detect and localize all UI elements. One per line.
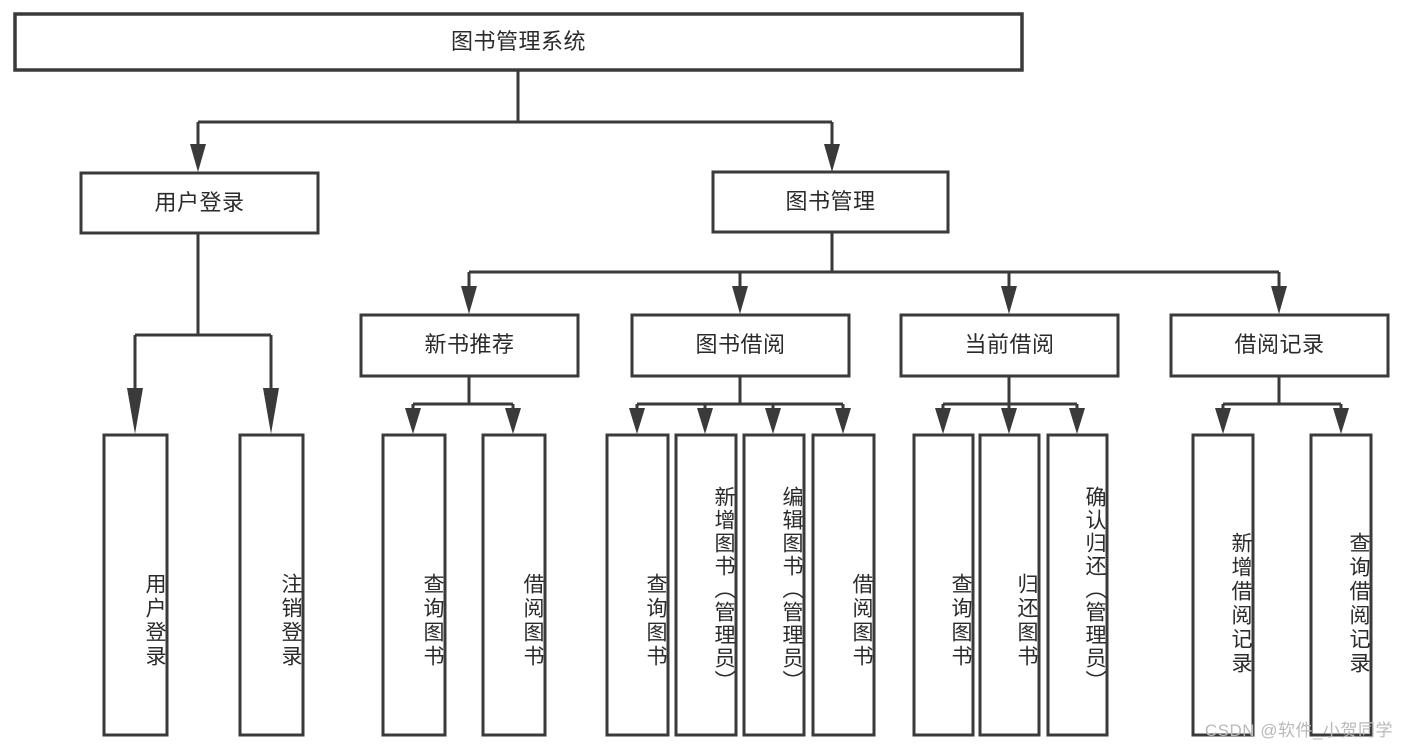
node-current-borrow[interactable]	[899, 313, 1120, 378]
node-borrow-record[interactable]	[1169, 313, 1390, 378]
leaf-box-borrow-book-2[interactable]	[811, 433, 876, 737]
leaf-box-return-book[interactable]	[978, 433, 1041, 737]
csdn-watermark: CSDN @软件_小贺同学	[1204, 721, 1393, 740]
node-new-book-recommend[interactable]	[359, 313, 580, 378]
node-root[interactable]	[13, 12, 1024, 72]
connector-currentborrow-to-leaves	[935, 376, 1085, 434]
leaf-box-borrow-book-1[interactable]	[481, 433, 547, 737]
connector-newbook-to-leaves	[405, 376, 521, 434]
leaf-box-add-book[interactable]	[674, 433, 738, 737]
leaf-box-edit-book[interactable]	[742, 433, 806, 737]
node-book-borrow[interactable]	[630, 313, 851, 378]
leaf-box-logout[interactable]	[238, 433, 305, 737]
leaf-box-query-record[interactable]	[1309, 433, 1373, 737]
leaf-box-query-book-3[interactable]	[912, 433, 975, 737]
leaf-box-query-book-1[interactable]	[381, 433, 447, 737]
leaf-box-query-book-2[interactable]	[605, 433, 670, 737]
leaf-box-confirm-return[interactable]	[1046, 433, 1109, 737]
connector-userlogin-to-leaves	[127, 233, 279, 434]
node-user-login[interactable]	[79, 171, 320, 235]
connector-root-to-level2	[190, 70, 840, 172]
connector-bookmanage-to-level3	[461, 232, 1287, 314]
node-book-manage[interactable]	[711, 170, 950, 234]
connector-borrowrecord-to-leaves	[1215, 376, 1349, 434]
connector-bookborrow-to-leaves	[629, 376, 851, 434]
leaf-box-user-login[interactable]	[102, 433, 169, 737]
leaf-box-add-record[interactable]	[1191, 433, 1255, 737]
